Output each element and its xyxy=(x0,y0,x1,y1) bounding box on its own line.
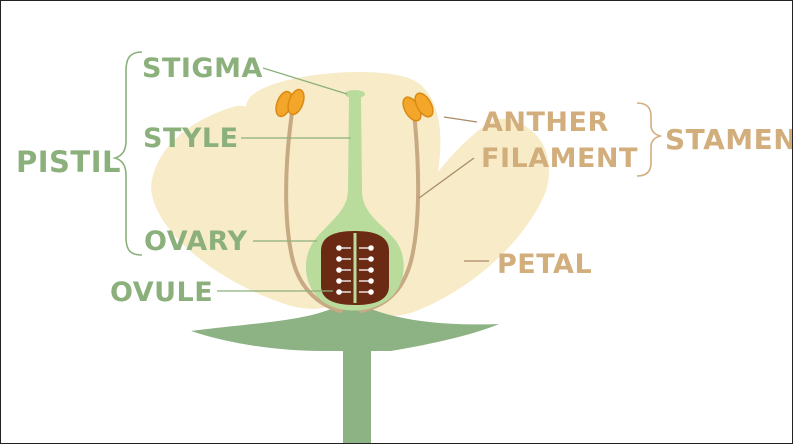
stamen-brace xyxy=(637,103,660,176)
label-pistil: PISTIL xyxy=(16,145,121,179)
label-anther: ANTHER xyxy=(482,107,609,138)
label-ovule: OVULE xyxy=(110,277,213,308)
label-ovary: OVARY xyxy=(144,226,248,257)
label-filament: FILAMENT xyxy=(481,143,638,174)
label-style: STYLE xyxy=(143,123,239,154)
stigma-shape xyxy=(345,90,365,98)
stem-and-receptacle xyxy=(191,305,499,444)
sepals xyxy=(191,305,499,444)
label-stamen: STAMEN xyxy=(665,123,792,156)
label-petal: PETAL xyxy=(497,249,592,280)
anther-leader xyxy=(444,117,477,122)
label-stigma: STIGMA xyxy=(142,53,263,84)
